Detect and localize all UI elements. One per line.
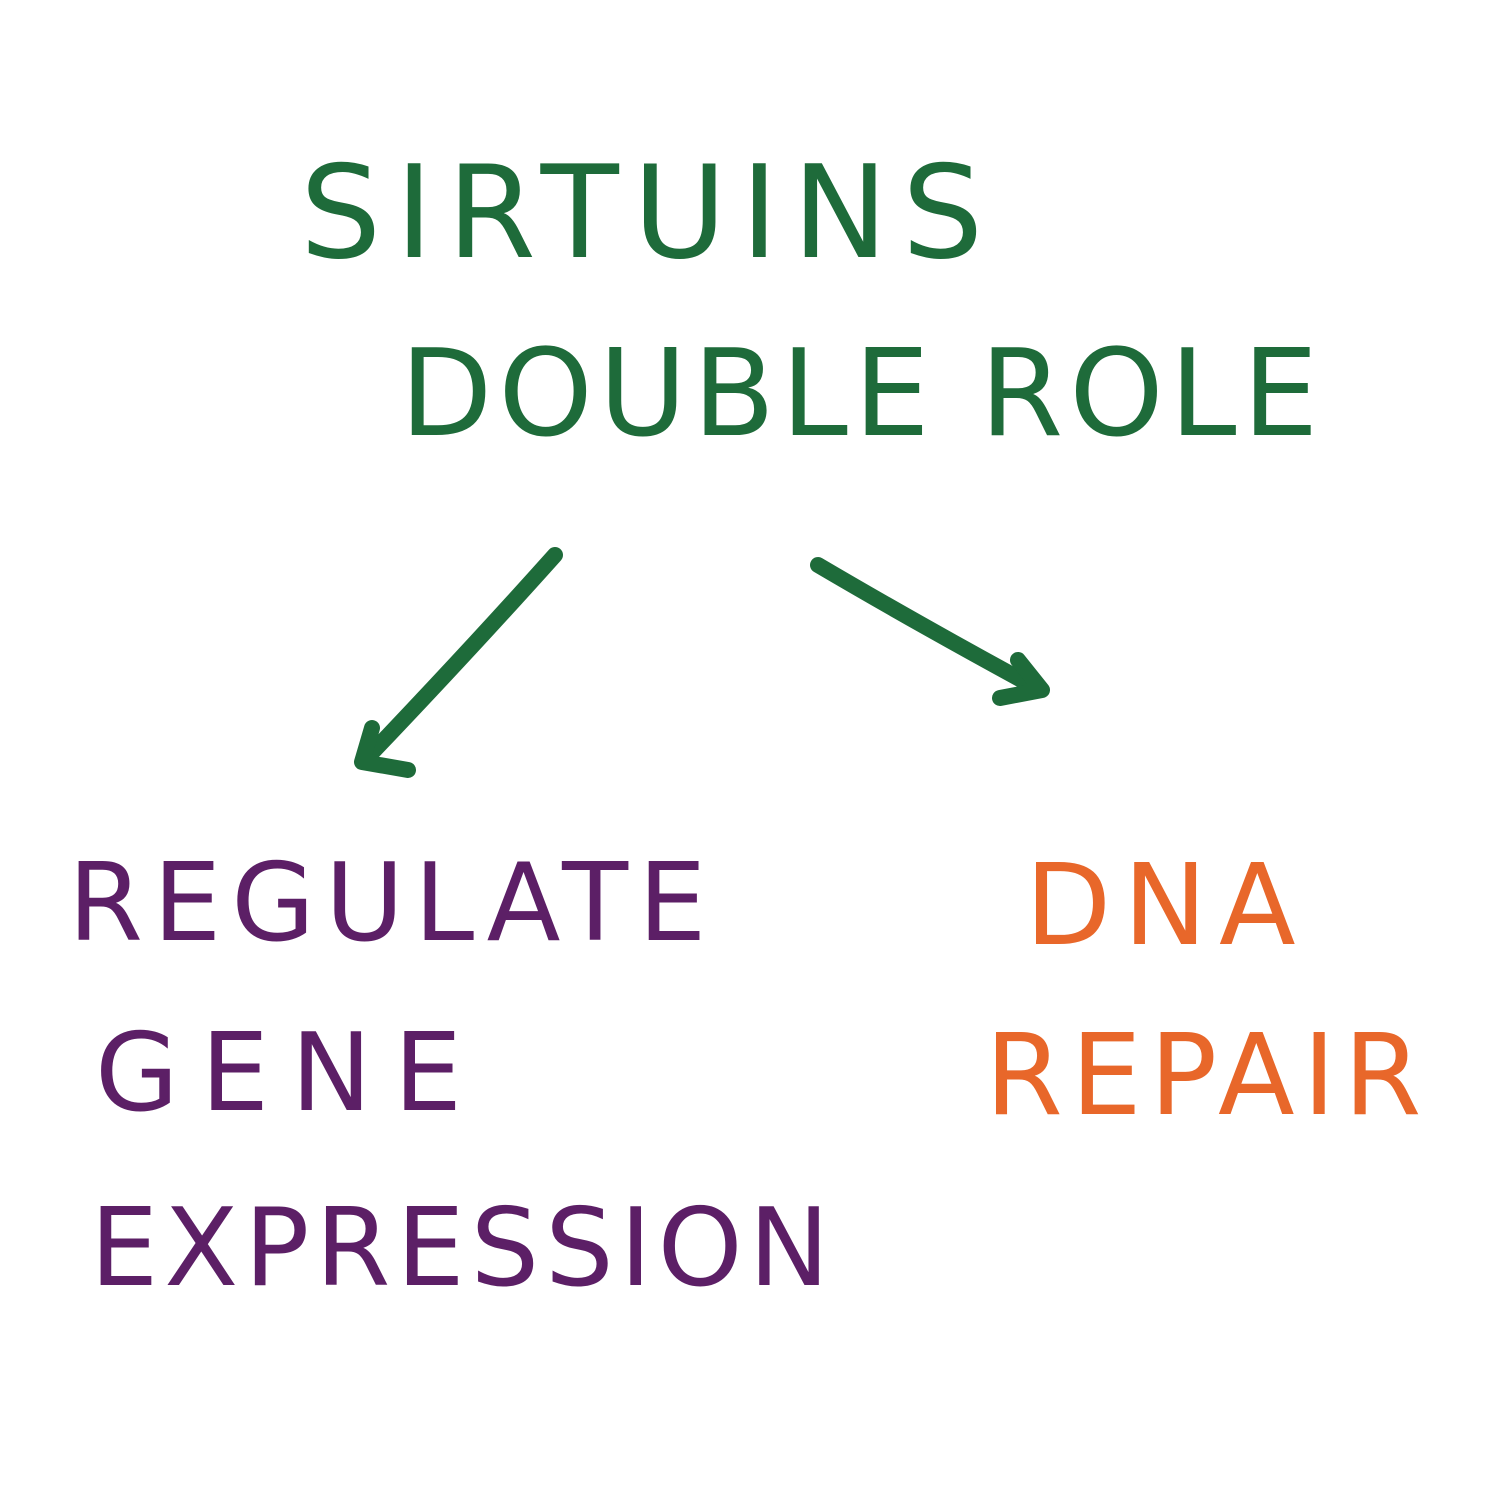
title-sirtuins: SIRTUINS [300, 139, 998, 288]
arrow-right-head [992, 652, 1050, 706]
arrow-down-left-icon [354, 547, 563, 778]
arrow-left-shaft [357, 547, 563, 768]
title-double-role: DOUBLE ROLE [400, 325, 1325, 464]
right-label-repair: REPAIR [985, 1011, 1430, 1141]
right-label-dna: DNA [1025, 841, 1308, 971]
left-label-gene: GENE [95, 1011, 484, 1136]
left-label-expression: EXPRESSION [90, 1186, 836, 1311]
arrow-left-head [354, 720, 416, 778]
left-label-regulate: REGULATE [68, 841, 717, 966]
arrow-right-shaft [810, 557, 1048, 698]
arrow-down-right-icon [810, 557, 1050, 706]
